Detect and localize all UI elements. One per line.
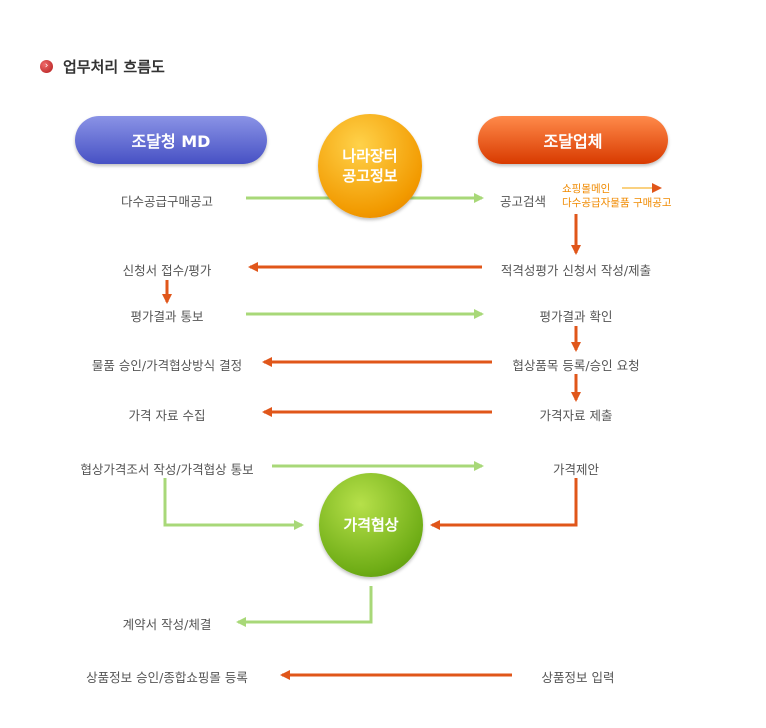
right-step-6: 가격제안	[552, 462, 600, 477]
chevron-right-icon: ›	[40, 60, 53, 73]
center-announcement-circle: 나라장터 공고정보	[318, 114, 422, 218]
arrow-right-to-negotiation	[430, 478, 578, 530]
arrow-left-to-negotiation	[163, 478, 304, 530]
left-step-3: 평가결과 통보	[130, 309, 204, 324]
note-line-2: 다수공급자물품 구매공고	[562, 197, 672, 209]
left-step-6: 협상가격조서 작성/가격협상 통보	[80, 462, 254, 477]
arrow-negotiation-to-contract	[236, 586, 373, 627]
right-step-5: 가격자료 제출	[539, 408, 613, 423]
right-step-3: 평가결과 확인	[539, 309, 613, 324]
left-step-5: 가격 자료 수집	[128, 408, 206, 423]
left-step-4: 물품 승인/가격협상방식 결정	[91, 358, 243, 373]
section-heading: › 업무처리 흐름도	[40, 56, 165, 77]
right-step-2: 적격성평가 신청서 작성/제출	[500, 263, 652, 278]
right-step-7: 상품정보 입력	[541, 670, 615, 685]
right-step-4: 협상품목 등록/승인 요청	[512, 358, 640, 373]
actor-supplier: 조달업체	[478, 116, 668, 164]
note-line-1: 쇼핑몰메인	[562, 183, 611, 195]
actor-procurement-md: 조달청 MD	[75, 116, 267, 164]
left-step-1: 다수공급구매공고	[120, 194, 214, 209]
center-line-2: 공고정보	[342, 167, 398, 185]
page-title: 업무처리 흐름도	[63, 58, 165, 76]
center-line-1: 나라장터	[342, 147, 398, 165]
negotiation-label: 가격협상	[343, 516, 399, 534]
shopping-mall-note: 쇼핑몰메인 다수공급자물품 구매공고	[562, 182, 672, 210]
left-step-2: 신청서 접수/평가	[122, 263, 212, 278]
left-step-8: 상품정보 승인/종합쇼핑몰 등록	[86, 670, 248, 685]
right-step-1: 공고검색	[499, 194, 547, 209]
negotiation-circle: 가격협상	[319, 473, 423, 577]
left-step-7: 계약서 작성/체결	[122, 617, 212, 632]
